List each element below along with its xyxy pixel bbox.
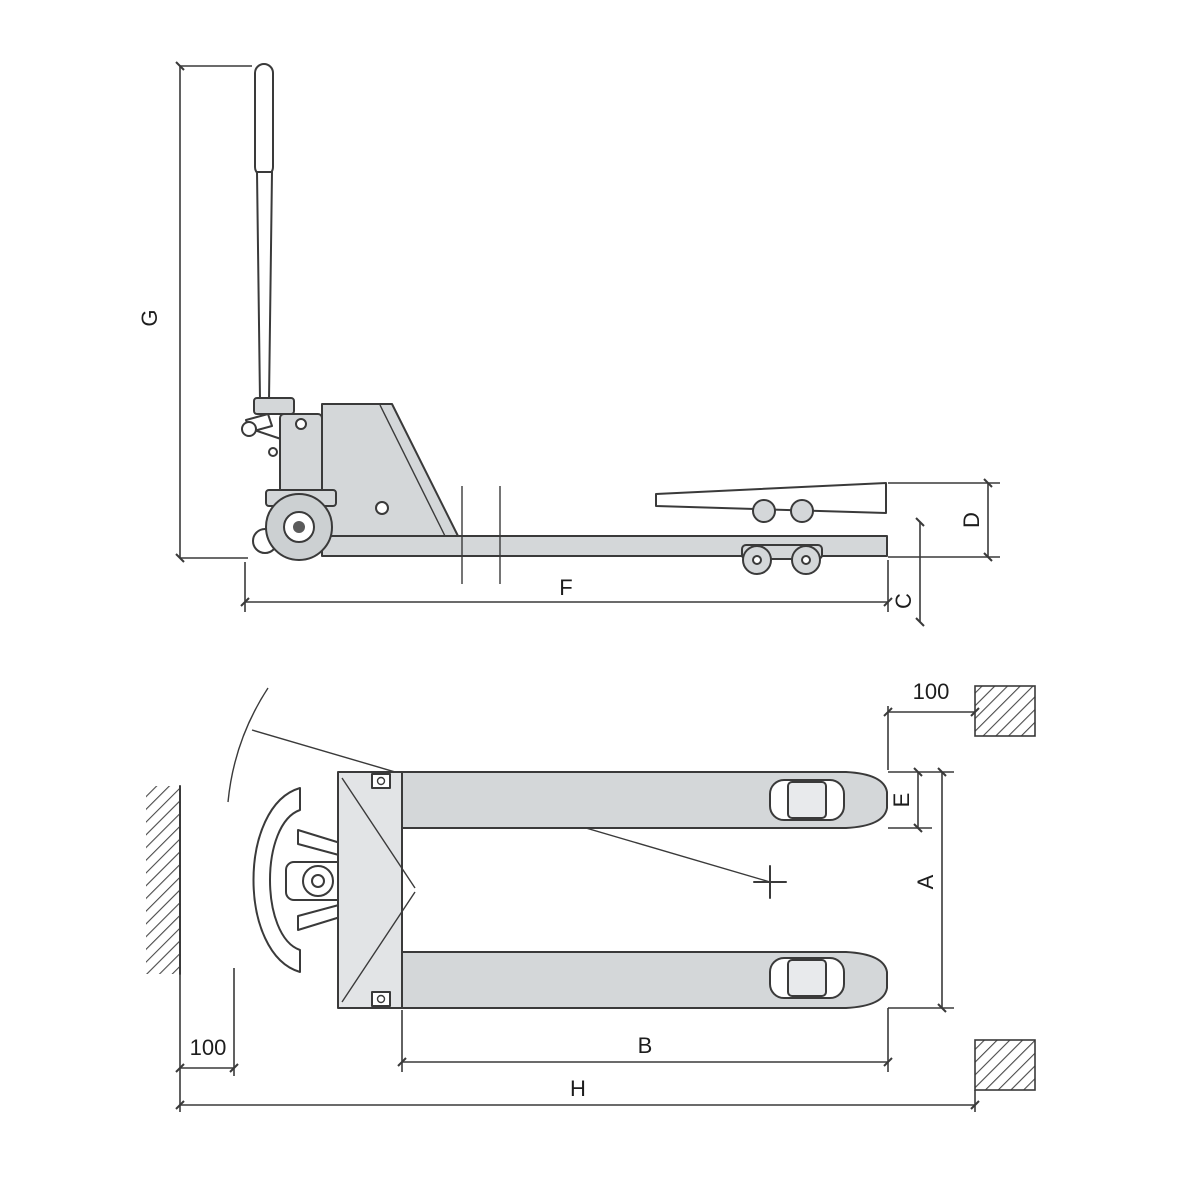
handle-top-view <box>252 787 301 973</box>
dim-label-A: A <box>913 874 938 889</box>
fork-top-lower <box>401 951 888 1009</box>
fork-top-upper <box>401 771 888 829</box>
roller-lower <box>787 959 827 997</box>
body-top-view <box>337 771 403 1009</box>
body-v-line-lower <box>341 891 416 1003</box>
dim-label-C: C <box>891 593 916 609</box>
steer-wheel-hub <box>293 521 305 533</box>
lever-knob <box>241 421 257 437</box>
body-bolt-top <box>376 776 386 786</box>
dim-label-B: B <box>638 1033 653 1058</box>
turning-center-cross <box>753 865 787 899</box>
dimension-rear-clearance: 100 <box>175 968 239 1076</box>
body-bolt-bottom <box>376 994 386 1004</box>
dim-label-D: D <box>959 512 984 528</box>
handle-swing-arc <box>227 687 269 803</box>
linkage-boss-hub <box>311 874 325 888</box>
dimension-front-clearance: 100 <box>883 679 980 770</box>
handle-grip <box>254 63 274 177</box>
dimension-D: D <box>888 478 1000 562</box>
tip-roller-upper-2 <box>790 499 814 523</box>
dim-label-E: E <box>889 793 914 808</box>
pump-assembly <box>241 397 337 507</box>
fork-tip-assembly <box>655 482 887 575</box>
chassis-inner-line <box>379 404 446 537</box>
top-view: E A 100 100 B <box>146 679 1036 1112</box>
body-v-line-upper <box>341 777 416 889</box>
body-bolt-plate-bottom <box>371 991 391 1007</box>
dim-label-rear-100: 100 <box>190 1035 227 1060</box>
load-roller-hub-1 <box>752 555 762 565</box>
dimension-A: A <box>888 767 954 1013</box>
roller-upper <box>787 781 827 819</box>
side-view: G <box>137 61 1000 627</box>
wall-left-hatch <box>146 786 180 974</box>
handle-shaft <box>256 171 273 401</box>
dim-label-front-100: 100 <box>913 679 950 704</box>
dimension-H: H <box>175 1076 980 1110</box>
wall-right-top-hatch <box>974 685 1036 737</box>
tip-plate <box>655 482 887 514</box>
dim-label-G: G <box>137 309 162 326</box>
load-roller-hub-2 <box>801 555 811 565</box>
dimension-B: B <box>397 1008 893 1072</box>
chassis-hole <box>375 501 389 515</box>
pump-cap <box>295 418 307 430</box>
body-bolt-plate-top <box>371 773 391 789</box>
dimension-F: F <box>240 560 893 612</box>
wall-right-bottom-hatch <box>974 1039 1036 1091</box>
pump-pivot <box>268 447 278 457</box>
dimension-G: G <box>137 61 252 563</box>
dim-label-H: H <box>570 1076 586 1101</box>
dim-label-F: F <box>559 575 572 600</box>
tip-roller-upper-1 <box>752 499 776 523</box>
handle-pivot-bracket <box>253 397 295 415</box>
dimension-C: C <box>891 517 925 627</box>
dimension-E: E <box>888 767 954 833</box>
